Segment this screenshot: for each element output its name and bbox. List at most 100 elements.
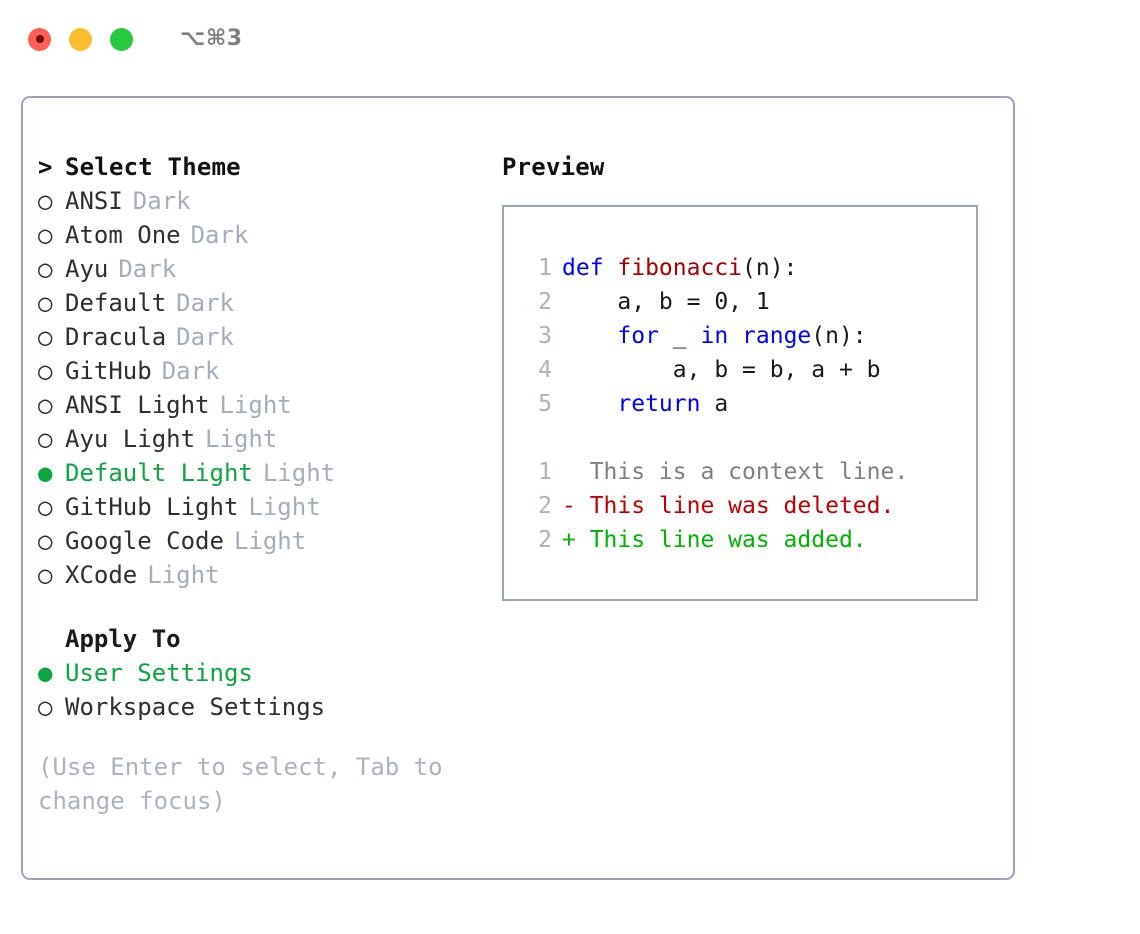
theme-list-item[interactable]: ○ ANSI Dark (38, 184, 478, 218)
radio-selected-icon: ● (38, 659, 53, 687)
code-token: for (617, 323, 659, 349)
radio-unselected-icon: ○ (38, 527, 53, 555)
theme-list-item[interactable]: ○ GitHub Light Light (38, 490, 478, 524)
diff-line: 2+ This line was added. (520, 523, 908, 557)
theme-item-label: Ayu (65, 255, 109, 283)
theme-item-variant-tag: Light (147, 561, 220, 589)
theme-item-variant-tag: Light (219, 391, 292, 419)
theme-item-variant-tag: Dark (176, 323, 234, 351)
code-line: 3 for _ in range(n): (520, 319, 908, 353)
apply-to-option[interactable]: ● User Settings (38, 656, 478, 690)
radio-unselected-icon: ○ (38, 357, 53, 385)
theme-list-item[interactable]: ○ GitHub Dark (38, 354, 478, 388)
apply-to-list: ● User Settings ○ Workspace Settings (38, 656, 478, 724)
theme-item-label: GitHub (65, 357, 152, 385)
code-token: def (562, 255, 618, 281)
radio-unselected-icon: ○ (38, 425, 53, 453)
code-line-number: 4 (538, 357, 552, 383)
theme-item-variant-tag: Dark (190, 221, 249, 249)
header-caret-icon: > (38, 153, 53, 181)
select-theme-title: Select Theme (65, 153, 241, 181)
code-token (562, 323, 617, 349)
radio-unselected-icon: ○ (38, 493, 53, 521)
radio-unselected-icon: ○ (38, 693, 53, 721)
diff-line-number: 1 (538, 459, 552, 485)
diff-line-text: This is a context line. (562, 459, 909, 485)
radio-unselected-icon: ○ (38, 255, 53, 283)
code-line-number: 2 (538, 289, 552, 315)
code-line-number: 3 (538, 323, 552, 349)
theme-item-variant-tag: Light (205, 425, 278, 453)
apply-to-title: Apply To (65, 625, 181, 653)
code-line: 5 return a (520, 387, 908, 421)
diff-sample: 1 This is a context line. 2 - This line wa… (520, 455, 908, 557)
radio-unselected-icon: ○ (38, 289, 53, 317)
minimize-button[interactable] (69, 27, 92, 51)
theme-list-item[interactable]: ○ Dracula Dark (38, 320, 478, 354)
theme-item-label: Default (65, 289, 167, 317)
theme-item-label: ANSI (65, 187, 123, 215)
apply-to-option-label: Workspace Settings (65, 693, 326, 721)
maximize-button[interactable] (110, 27, 133, 51)
apply-to-header-gutter (38, 622, 65, 656)
close-button[interactable] (28, 27, 51, 51)
theme-item-label: Ayu Light (65, 425, 196, 453)
theme-list-item[interactable]: ○ Ayu Light Light (38, 422, 478, 456)
theme-item-variant-tag: Dark (176, 289, 234, 317)
radio-unselected-icon: ○ (38, 187, 53, 215)
apply-to-header: Apply To (38, 622, 478, 656)
radio-unselected-icon: ○ (38, 391, 53, 419)
theme-item-label: Atom One (65, 221, 181, 249)
title-bar: ⌥⌘3 (0, 0, 1140, 78)
code-token: a, b = 0, 1 (562, 289, 770, 315)
code-line: 4 a, b = b, a + b (520, 353, 908, 387)
theme-list-item[interactable]: ○ Ayu Dark (38, 252, 478, 286)
diff-line: 2 - This line was deleted. (520, 489, 908, 523)
code-token: a (700, 391, 729, 417)
theme-item-variant-tag: Light (262, 459, 336, 487)
code-token: a, b = b, a + b (562, 357, 881, 383)
code-line-number: 1 (538, 255, 552, 281)
diff-line-number: 2 (538, 493, 552, 519)
code-token: (n): (742, 255, 798, 281)
code-token (562, 391, 617, 417)
code-token: return (617, 391, 701, 417)
radio-selected-icon: ● (38, 459, 53, 487)
diff-line: 1 This is a context line. (520, 455, 908, 489)
theme-item-label: GitHub Light (65, 493, 239, 521)
traffic-light-group (28, 27, 133, 51)
radio-unselected-icon: ○ (38, 221, 53, 249)
keyboard-hint: (Use Enter to select, Tab to change focu… (38, 753, 443, 815)
theme-item-variant-tag: Dark (118, 255, 177, 283)
apply-to-option-label: User Settings (65, 659, 253, 687)
preview-title: Preview (502, 153, 605, 181)
theme-item-variant-tag: Dark (132, 187, 191, 215)
theme-item-label: Dracula (65, 323, 167, 351)
code-blank-line (520, 421, 908, 455)
code-line-number: 5 (538, 391, 552, 417)
apply-to-option[interactable]: ○ Workspace Settings (38, 690, 478, 724)
code-token: (n): (811, 323, 867, 349)
theme-item-variant-tag: Light (248, 493, 321, 521)
theme-list-item[interactable]: ○ Atom One Dark (38, 218, 478, 252)
radio-unselected-icon: ○ (38, 561, 53, 589)
theme-item-variant-tag: Dark (161, 357, 220, 385)
diff-line-text: + This line was added. (562, 527, 867, 553)
radio-unselected-icon: ○ (38, 323, 53, 351)
diff-line-text: - This line was deleted. (562, 493, 895, 519)
theme-list-item[interactable]: ○ Default Dark (38, 286, 478, 320)
select-theme-header: > Select Theme (38, 150, 478, 184)
